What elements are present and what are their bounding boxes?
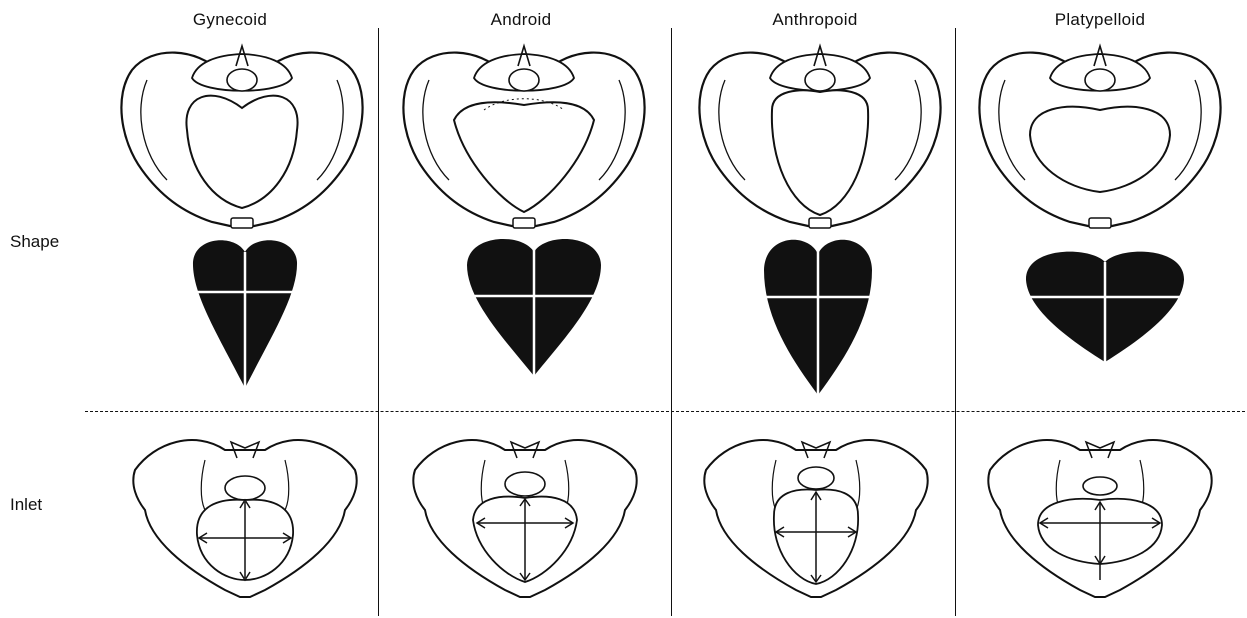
anthropoid-heart-shape [764, 240, 872, 395]
platypelloid-inlet-drawing [988, 440, 1211, 597]
gynecoid-pelvis-drawing [121, 46, 362, 228]
gynecoid-heart-shape [193, 240, 297, 388]
platypelloid-pelvis-drawing [979, 46, 1220, 228]
platypelloid-heart-shape [1026, 252, 1184, 362]
android-inlet-drawing [413, 440, 636, 597]
anthropoid-pelvis-drawing [699, 46, 940, 228]
anthropoid-inlet-drawing [704, 440, 927, 597]
android-heart-shape [467, 239, 601, 376]
gynecoid-inlet-drawing [133, 440, 356, 597]
android-pelvis-drawing [403, 46, 644, 228]
